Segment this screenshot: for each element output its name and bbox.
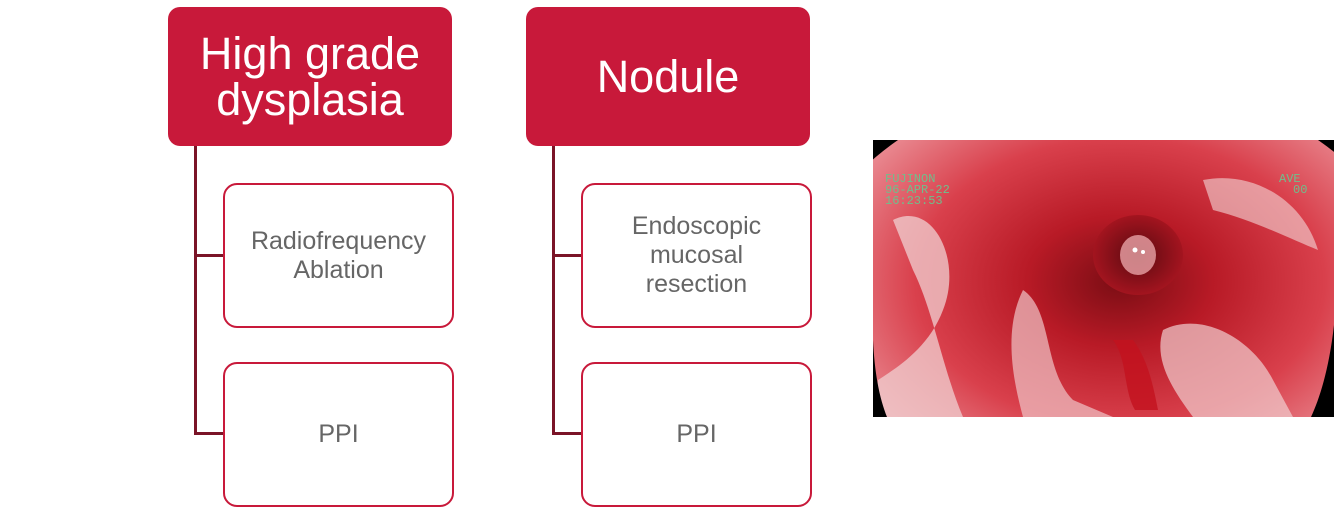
overlay-text: 00	[1293, 183, 1307, 197]
heading-nodule: Nodule	[526, 7, 810, 146]
endoscopy-image: FUJINON 96-APR-22 16:23:53 AVE 00	[873, 140, 1334, 417]
item-box: PPI	[581, 362, 812, 507]
item-label: Endoscopic mucosal resection	[617, 212, 777, 299]
item-box: Radiofrequency Ablation	[223, 183, 454, 328]
endoscopy-illustration: FUJINON 96-APR-22 16:23:53 AVE 00	[873, 140, 1334, 417]
connector-horizontal	[552, 432, 582, 435]
connector-vertical	[552, 146, 555, 434]
heading-label: High grade dysplasia	[185, 31, 435, 123]
connector-horizontal	[194, 432, 224, 435]
item-box: Endoscopic mucosal resection	[581, 183, 812, 328]
item-label: PPI	[676, 420, 716, 449]
heading-label: Nodule	[597, 54, 740, 100]
connector-vertical	[194, 146, 197, 434]
item-label: Radiofrequency Ablation	[234, 227, 444, 285]
overlay-text: 16:23:53	[885, 194, 943, 208]
heading-high-grade-dysplasia: High grade dysplasia	[168, 7, 452, 146]
item-box: PPI	[223, 362, 454, 507]
connector-horizontal	[194, 254, 224, 257]
item-label: PPI	[318, 420, 358, 449]
connector-horizontal	[552, 254, 582, 257]
